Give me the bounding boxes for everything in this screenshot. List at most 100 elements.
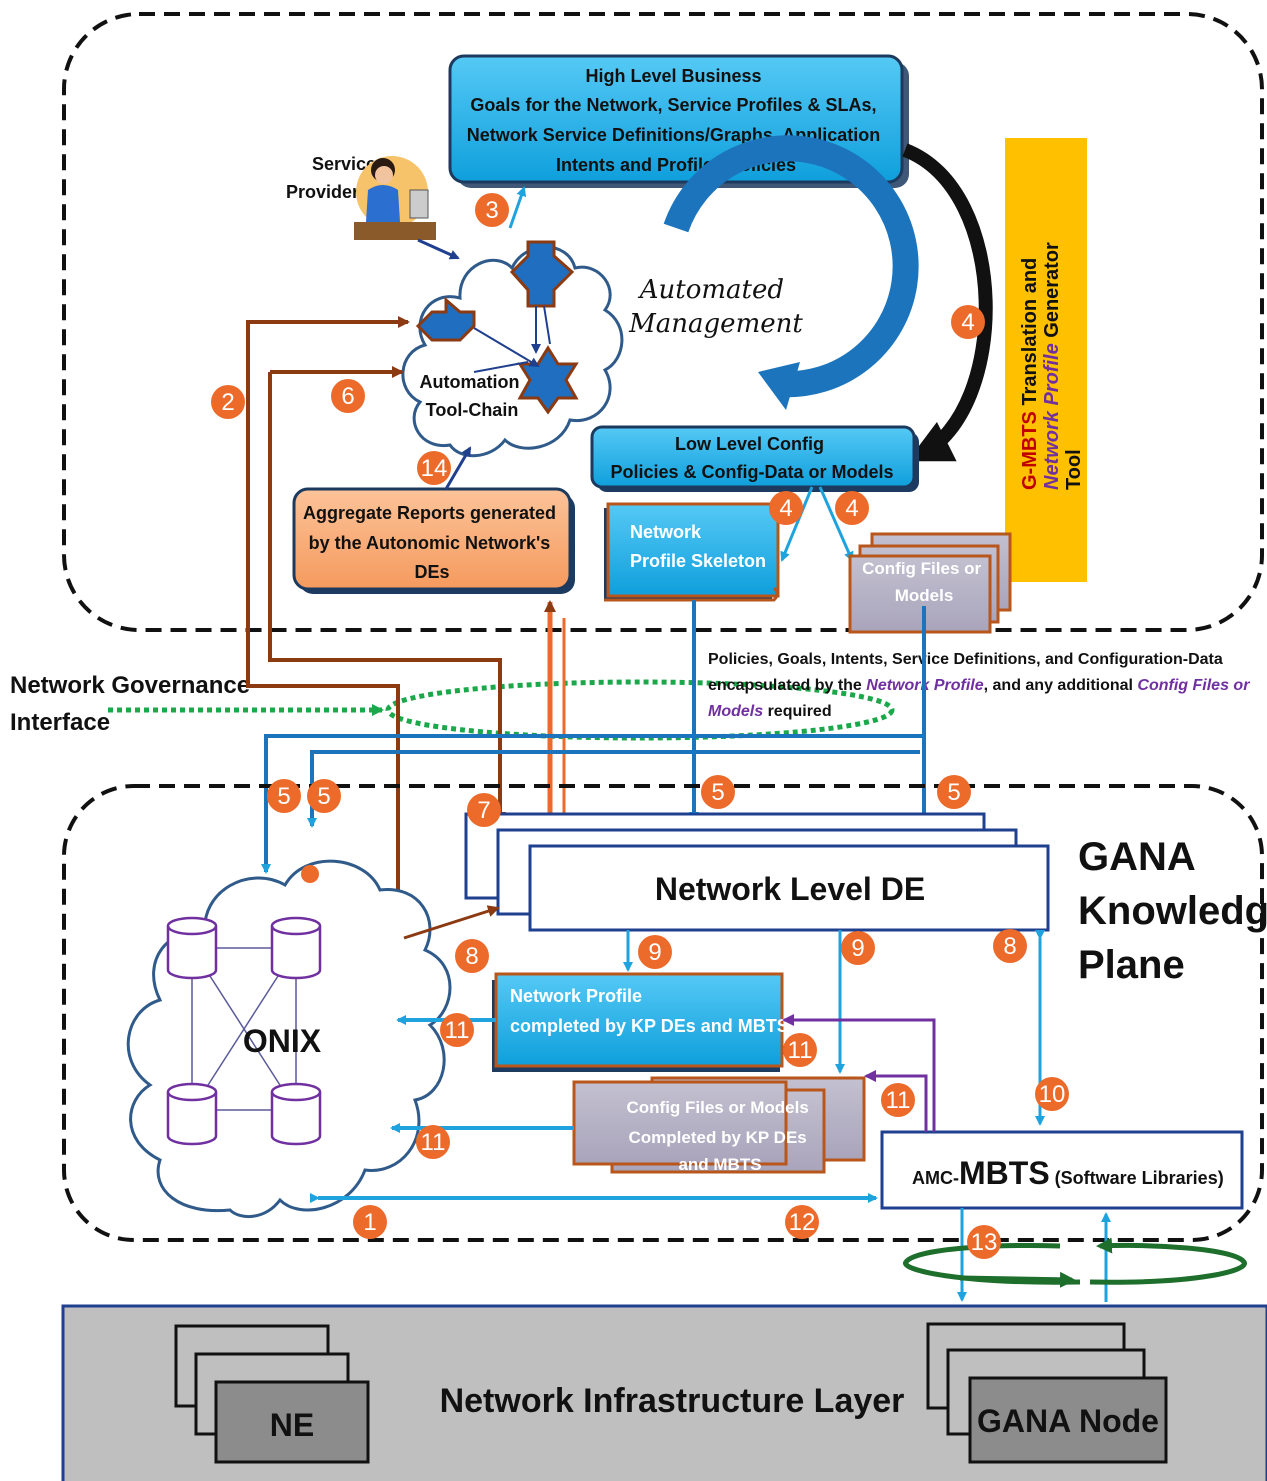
tool-label: Tool xyxy=(1063,449,1085,490)
toolchain-feedback-arrows xyxy=(246,316,506,908)
mbts-prefix: AMC- xyxy=(912,1168,959,1188)
svg-text:Automation Tool-Chain: Automation Tool-Chain xyxy=(420,372,525,420)
service-provider: Service Provider xyxy=(286,154,436,240)
step-badge-label: 4 xyxy=(845,495,858,522)
step-badge: 3 xyxy=(475,193,509,227)
amc-mbts-box[interactable]: AMC-MBTS (Software Libraries) xyxy=(880,1130,1244,1210)
step-badge-label: 10 xyxy=(1039,1081,1066,1108)
reports-line: Aggregate Reports generated xyxy=(303,503,556,523)
step-badge-label: 4 xyxy=(961,309,974,336)
service-provider-label: Provider xyxy=(286,182,359,202)
gana-node-label: GANA Node xyxy=(977,1403,1159,1439)
step-badge-label: 14 xyxy=(421,455,448,482)
config-completed-label: and MBTS xyxy=(678,1155,761,1174)
step-badge: 14 xyxy=(417,451,451,485)
lowlevel-line: Low Level Config xyxy=(675,434,824,454)
tool-gmbts: G-MBTS xyxy=(1019,411,1041,490)
step-badge: 12 xyxy=(785,1205,819,1239)
step-badge: 11 xyxy=(440,1013,474,1047)
lowlevel-to-configfiles-arrow xyxy=(818,486,854,562)
step-badge: 6 xyxy=(331,379,365,413)
step-badge-label: 2 xyxy=(221,389,234,416)
configfiles-label: Config Files or xyxy=(862,559,981,578)
automated-management-cycle: Automated Management xyxy=(628,135,919,410)
configfiles-label: Models xyxy=(895,586,954,605)
svg-text:Service Provider: Service Provider xyxy=(286,154,381,202)
step-badge: 7 xyxy=(467,793,501,827)
skeleton-label: Network xyxy=(630,522,702,542)
skeleton-label: Profile Skeleton xyxy=(630,551,766,571)
infrastructure-label: Network Infrastructure Layer xyxy=(440,1382,905,1420)
svg-text:Aggregate Reports generated: Aggregate Reports generated by the Auton… xyxy=(303,503,561,582)
toolchain-label: Tool-Chain xyxy=(426,400,519,420)
config-files-scroll[interactable]: Config Files or Models xyxy=(848,532,1012,634)
network-profile-skeleton-scroll[interactable]: Network Profile Skeleton xyxy=(604,502,780,602)
step-badge-label: 7 xyxy=(477,797,490,824)
service-provider-label: Service xyxy=(312,154,376,174)
config-files-completed-scroll[interactable]: Config Files or Models Completed by KP D… xyxy=(572,1076,866,1174)
onix-port-dot xyxy=(301,865,319,883)
aggregate-reports-box[interactable]: Aggregate Reports generated by the Auton… xyxy=(292,487,575,594)
toolchain-label: Automation xyxy=(420,372,520,392)
reports-to-toolchain-arrow xyxy=(444,446,472,490)
step-badge-label: 11 xyxy=(788,1037,813,1064)
step-badge: 1 xyxy=(353,1205,387,1239)
step-badge-label: 13 xyxy=(971,1229,998,1256)
svg-text:Network Profile Generator: Network Profile Generator xyxy=(1041,242,1063,490)
step-badge-label: 5 xyxy=(711,779,724,806)
onix-to-de-arrow xyxy=(403,905,500,940)
reports-line: by the Autonomic Network's xyxy=(309,533,551,553)
component-puzzle-icon xyxy=(415,296,476,342)
low-level-config-box[interactable]: Low Level Config Policies & Config-Data … xyxy=(590,425,919,492)
step-badge-label: 4 xyxy=(779,495,792,522)
automation-toolchain-cloud[interactable]: Automation Tool-Chain xyxy=(401,240,624,458)
step-badge: 9 xyxy=(841,931,875,965)
goals-line: Goals for the Network, Service Profiles … xyxy=(470,95,876,115)
network-level-de-label: Network Level DE xyxy=(655,871,925,907)
svg-text:Config Files or Models C: Config Files or Models Completed by KP D… xyxy=(626,1098,813,1174)
svg-text:Network Profile complete: Network Profile completed by KP DEs and … xyxy=(510,986,789,1036)
step-badge: 5 xyxy=(267,779,301,813)
component-puzzle-icon xyxy=(509,240,575,308)
ne-stack[interactable]: NE xyxy=(174,1324,370,1464)
step-badge: 13 xyxy=(967,1225,1001,1259)
operator-person-icon xyxy=(354,156,436,240)
provider-to-toolchain-arrow xyxy=(417,238,460,260)
step-badge-label: 12 xyxy=(789,1209,816,1236)
governance-label: Network Governance Interface xyxy=(10,672,257,736)
mbts-suffix: (Software Libraries) xyxy=(1050,1168,1224,1188)
step-badge: 2 xyxy=(211,385,245,419)
goals-line: High Level Business xyxy=(585,66,761,86)
step-badge: 11 xyxy=(416,1125,450,1159)
step-badge: 11 xyxy=(783,1033,817,1067)
lowlevel-to-skeleton-arrow xyxy=(780,486,814,562)
step-badge: 5 xyxy=(307,779,341,813)
lowlevel-line: Policies & Config-Data or Models xyxy=(610,462,893,482)
config-completed-label: Config Files or Models xyxy=(626,1098,808,1117)
step-badge: 4 xyxy=(951,305,985,339)
reports-line: DEs xyxy=(414,562,449,582)
svg-text:Automated Management: Automated Management xyxy=(628,275,803,339)
step-badge-label: 6 xyxy=(341,383,354,410)
ne-label: NE xyxy=(270,1407,314,1443)
svg-text:AMC-MBTS (Software Libraries): AMC-MBTS (Software Libraries) xyxy=(912,1155,1224,1191)
control-loop xyxy=(903,1237,1247,1288)
network-level-de-stack[interactable]: Network Level DE xyxy=(464,812,1050,932)
step-badge-label: 5 xyxy=(317,783,330,810)
step-badge-label: 11 xyxy=(886,1087,911,1114)
gana-kp-label: GANA Knowledge Plane xyxy=(1078,835,1267,987)
mbts-update-arrows xyxy=(782,1014,936,1132)
profile-distribution-arrows xyxy=(261,600,929,874)
step-badge-label: 11 xyxy=(421,1129,446,1156)
step-badge-label: 3 xyxy=(485,197,498,224)
onix-cloud[interactable]: ONIX xyxy=(126,859,452,1219)
network-profile-completed-scroll[interactable]: Network Profile completed by KP DEs and … xyxy=(492,972,789,1072)
gana-node-stack[interactable]: GANA Node xyxy=(926,1322,1168,1464)
svg-text:G-MBTS Translation and: G-MBTS Translation and xyxy=(1019,258,1041,490)
database-icon xyxy=(270,916,322,980)
translation-tool-box[interactable]: G-MBTS Translation and Network Profile G… xyxy=(1005,138,1087,582)
database-icon xyxy=(270,1082,322,1146)
svg-text:Network Profile Skeleton: Network Profile Skeleton xyxy=(630,522,766,571)
